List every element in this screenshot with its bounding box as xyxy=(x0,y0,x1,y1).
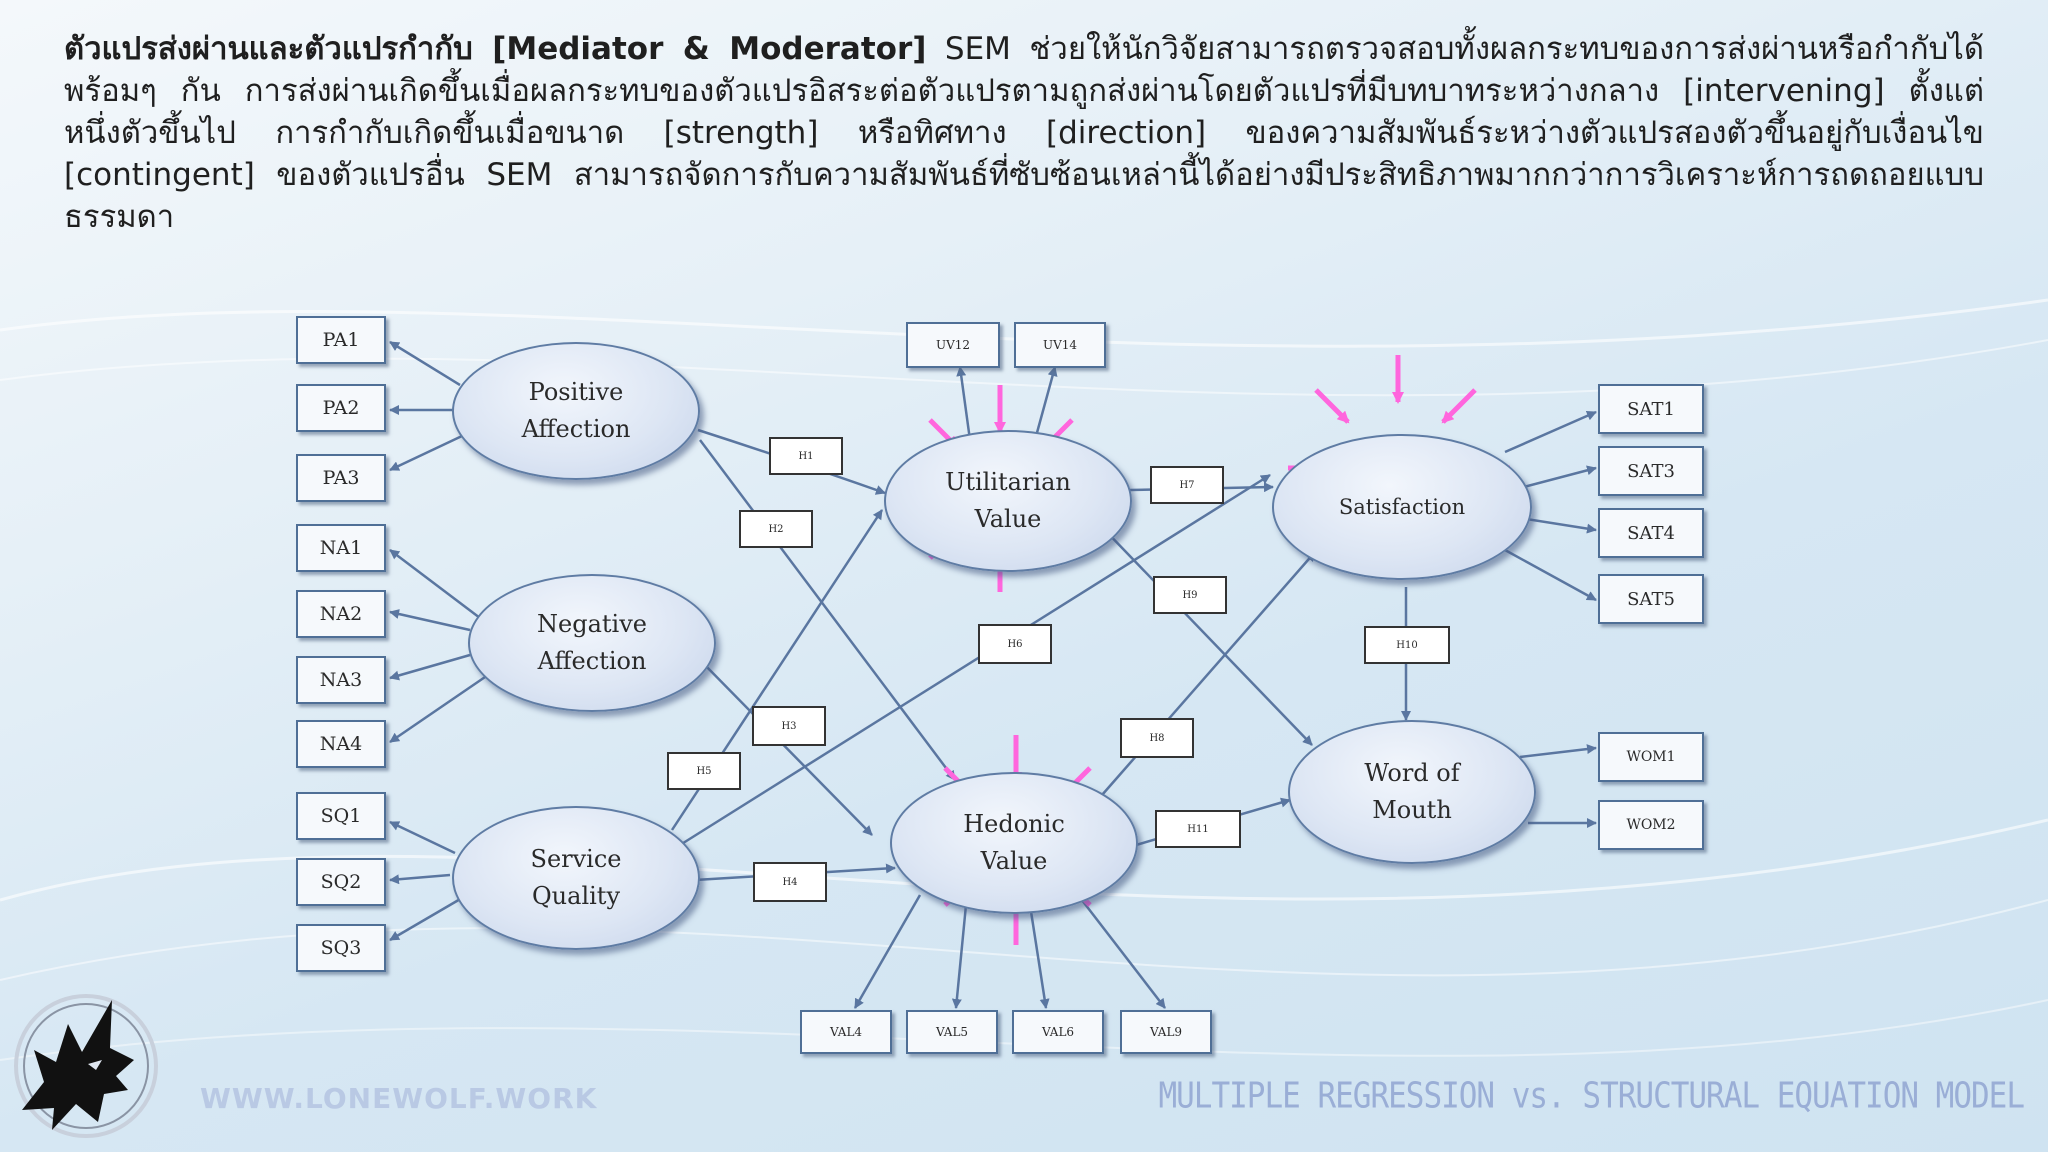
indicator-sat4: SAT4 xyxy=(1598,508,1704,558)
indicator-na1: NA1 xyxy=(296,524,386,572)
footer-website-url: WWW.LONEWOLF.WORK xyxy=(200,1082,598,1115)
construct-label-line: Mouth xyxy=(1372,796,1452,824)
indicator-pa3: PA3 xyxy=(296,454,386,502)
construct-label-line: Value xyxy=(980,847,1048,875)
description-paragraph: ตัวแปรส่งผ่านและตัวแปรกำกับ [Mediator & … xyxy=(64,28,1984,238)
construct-label-line: Value xyxy=(974,505,1042,533)
hypothesis-h11: H11 xyxy=(1155,810,1241,848)
construct-label-line: Affection xyxy=(521,415,631,443)
indicator-uv14: UV14 xyxy=(1014,322,1106,368)
indicator-sat5: SAT5 xyxy=(1598,574,1704,624)
hypothesis-h6: H6 xyxy=(978,624,1052,664)
construct-label-line: Word of xyxy=(1364,759,1460,787)
hypothesis-h10: H10 xyxy=(1364,626,1450,664)
construct-label-line: Affection xyxy=(537,647,647,675)
hypothesis-h5: H5 xyxy=(667,752,741,790)
wolf-head-icon xyxy=(14,994,158,1138)
indicator-na2: NA2 xyxy=(296,590,386,638)
paragraph-heading: ตัวแปรส่งผ่านและตัวแปรกำกับ [Mediator & … xyxy=(64,31,927,67)
construct-label-line: Positive xyxy=(528,378,624,406)
hypothesis-h8: H8 xyxy=(1120,718,1194,758)
hypothesis-h9: H9 xyxy=(1153,576,1227,614)
indicator-val9: VAL9 xyxy=(1120,1010,1212,1054)
construct-label-line: Service xyxy=(530,845,622,873)
hypothesis-h4: H4 xyxy=(753,862,827,902)
hypothesis-h3: H3 xyxy=(752,706,826,746)
construct-word-of-mouth: Word of Mouth xyxy=(1288,720,1536,864)
indicator-val5: VAL5 xyxy=(906,1010,998,1054)
indicator-sat3: SAT3 xyxy=(1598,446,1704,496)
indicator-uv12: UV12 xyxy=(906,322,1000,368)
hypothesis-h1: H1 xyxy=(769,437,843,475)
indicator-sq1: SQ1 xyxy=(296,792,386,840)
indicator-val6: VAL6 xyxy=(1012,1010,1104,1054)
paragraph-body: SEM ช่วยให้นักวิจัยสามารถตรวจสอบทั้งผลกร… xyxy=(64,31,1984,235)
construct-label-line: Hedonic xyxy=(963,810,1065,838)
indicator-na4: NA4 xyxy=(296,720,386,768)
footer-slide-title: MULTIPLE REGRESSION vs. STRUCTURAL EQUAT… xyxy=(1158,1075,2025,1117)
indicator-pa1: PA1 xyxy=(296,316,386,364)
construct-label-line: Satisfaction xyxy=(1338,494,1466,519)
indicator-val4: VAL4 xyxy=(800,1010,892,1054)
indicator-wom1: WOM1 xyxy=(1598,732,1704,782)
indicator-sat1: SAT1 xyxy=(1598,384,1704,434)
construct-satisfaction: Satisfaction xyxy=(1272,434,1532,580)
hypothesis-h2: H2 xyxy=(739,510,813,548)
indicator-wom2: WOM2 xyxy=(1598,800,1704,850)
hypothesis-h7: H7 xyxy=(1150,466,1224,504)
construct-label-line: Negative xyxy=(537,610,647,638)
construct-label-line: Utilitarian xyxy=(945,468,1071,496)
indicator-sq2: SQ2 xyxy=(296,858,386,906)
indicator-na3: NA3 xyxy=(296,656,386,704)
indicator-sq3: SQ3 xyxy=(296,924,386,972)
construct-label-line: Quality xyxy=(532,882,620,910)
indicator-pa2: PA2 xyxy=(296,384,386,432)
